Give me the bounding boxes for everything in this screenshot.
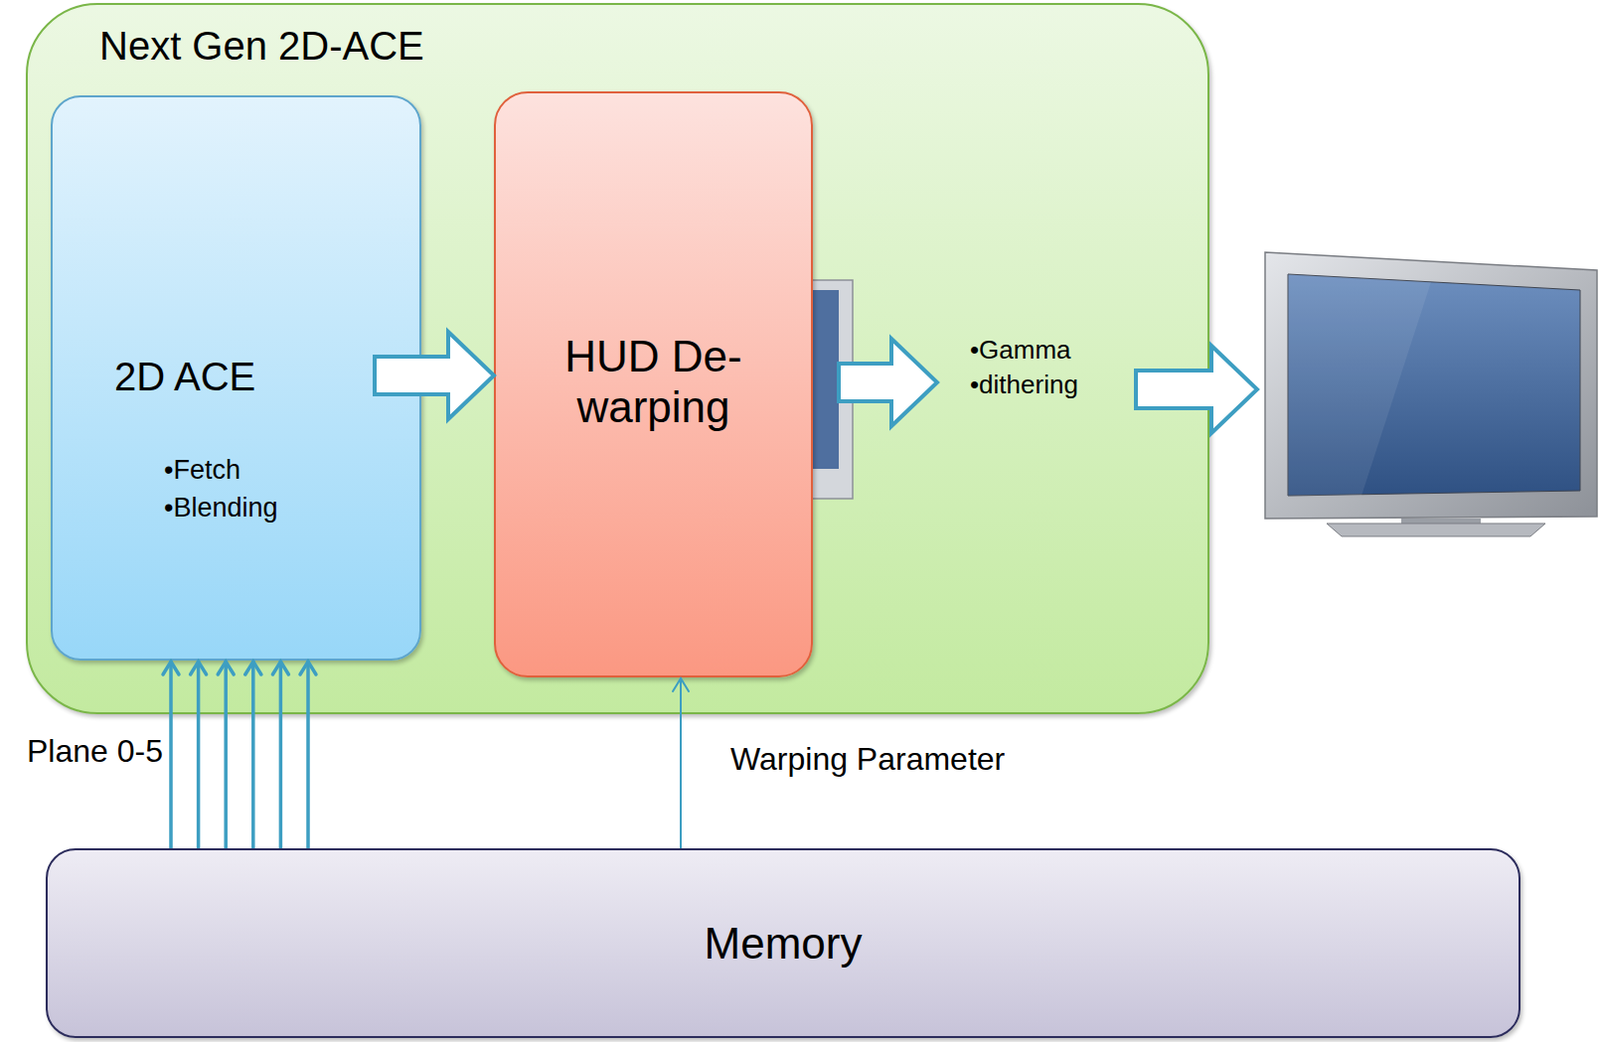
box-title: 2D ACE (114, 353, 256, 400)
display-monitor (1265, 252, 1598, 537)
process-box: HUD De-warping (493, 91, 813, 678)
signal-label: Plane 0-5 (26, 733, 163, 771)
bullet-item: •Fetch (163, 455, 241, 486)
box-title: HUD De-warping (509, 331, 799, 433)
note-text: •dithering (969, 370, 1079, 401)
note-text: •Gamma (969, 335, 1072, 366)
process-box: 2D ACE •Fetch •Blending (50, 95, 422, 661)
module-title: Next Gen 2D-ACE (99, 22, 425, 69)
signal-label: Warping Parameter (730, 741, 1005, 779)
box-title: Memory (704, 918, 863, 969)
memory-box: Memory (45, 848, 1521, 1039)
bullet-item: •Blending (163, 492, 279, 524)
